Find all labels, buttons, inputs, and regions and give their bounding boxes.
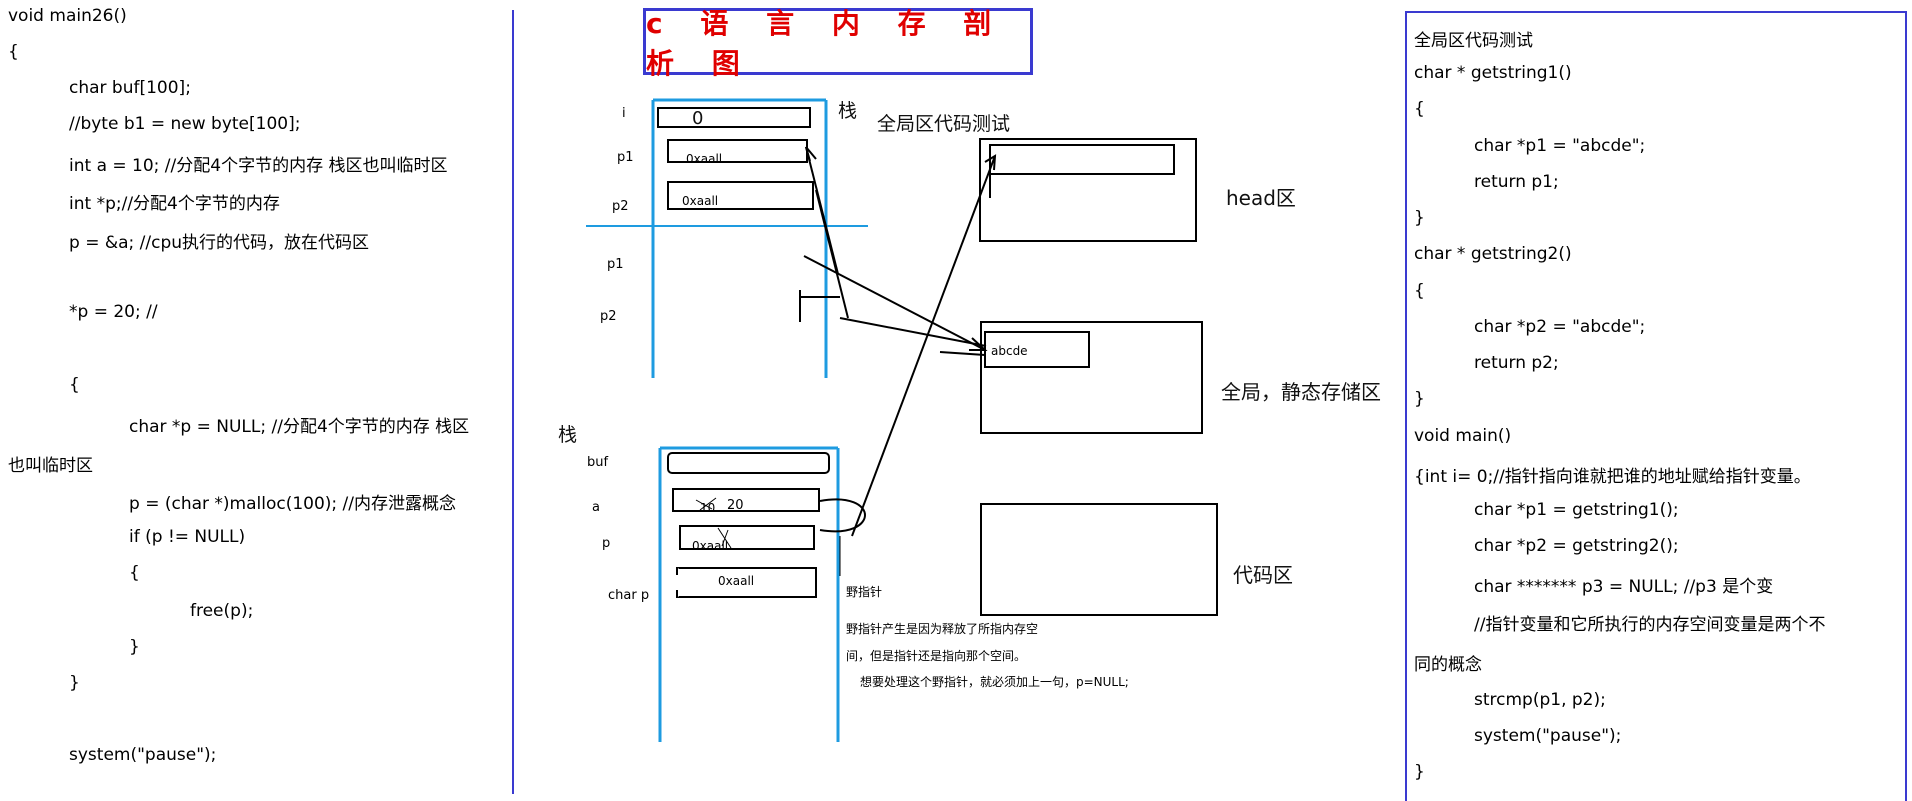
code-line: char * getstring1() xyxy=(1414,63,1572,83)
code-line: p = &a; //cpu执行的代码，放在代码区 xyxy=(69,233,370,253)
code-area-label: 代码区 xyxy=(1233,563,1293,587)
code-line: char buf[100]; xyxy=(69,78,191,98)
right-code-panel xyxy=(1405,11,1907,801)
code-line: { xyxy=(69,375,80,395)
var-label-p2: p2 xyxy=(612,199,629,214)
code-line: //byte b1 = new byte[100]; xyxy=(69,114,301,134)
bottom-stack xyxy=(658,446,866,742)
code-line: char *p2 = getstring2(); xyxy=(1474,536,1679,556)
code-line: free(p); xyxy=(190,601,254,621)
code-line: system("pause"); xyxy=(1474,726,1622,746)
code-line: { xyxy=(129,563,140,583)
bottom-stack-label: 栈 xyxy=(558,424,578,446)
cell-value-p: 0xaall xyxy=(692,539,729,553)
code-line: int a = 10; //分配4个字节的内存 栈区也叫临时区 xyxy=(69,156,448,176)
head-area-box xyxy=(979,138,1197,242)
wild-pointer-text: 想要处理这个野指针，就必须加上一句，p=NULL; xyxy=(860,675,1129,689)
diagram-title: c 语 言 内 存 剖 析 图 xyxy=(646,6,1006,80)
var-label-p: p xyxy=(602,536,611,551)
code-line: system("pause"); xyxy=(69,745,217,765)
code-line: } xyxy=(69,673,80,693)
code-line: { xyxy=(1414,281,1425,301)
code-line: void main26() xyxy=(8,6,127,26)
code-line: {int i= 0;//指针指向谁就把谁的地址赋给指针变量。 xyxy=(1414,467,1811,487)
code-line: } xyxy=(1414,389,1425,409)
wild-pointer-title: 野指针 xyxy=(846,585,883,599)
code-line: char ******* p3 = NULL; //p3 是个变 xyxy=(1474,577,1774,597)
code-line: return p1; xyxy=(1474,172,1559,192)
head-inner-box xyxy=(989,144,1175,175)
diagram-title-box: c 语 言 内 存 剖 析 图 xyxy=(643,7,1033,80)
var-label-p1: p1 xyxy=(617,150,634,165)
code-line: strcmp(p1, p2); xyxy=(1474,690,1606,710)
code-line: } xyxy=(129,637,140,657)
wild-pointer-text: 野指针产生是因为释放了所指内存空 xyxy=(846,622,1039,636)
code-line: { xyxy=(1414,99,1425,119)
code-area-box xyxy=(980,503,1218,616)
global-test-label: 全局区代码测试 xyxy=(877,113,1011,135)
code-line: *p = 20; // xyxy=(69,302,158,322)
var-label-i: i xyxy=(622,106,626,121)
code-line: if (p != NULL) xyxy=(129,527,246,547)
wild-pointer-text: 间，但是指针还是指向那个空间。 xyxy=(846,649,1027,663)
head-area-label: head区 xyxy=(1226,186,1296,210)
code-line: } xyxy=(1414,762,1425,782)
cell-value-p2: 0xaall xyxy=(682,194,719,208)
cell-value-a-old: 10 xyxy=(700,501,716,515)
code-line: 也叫临时区 xyxy=(8,456,93,476)
code-line: } xyxy=(1414,208,1425,228)
code-line: return p2; xyxy=(1474,353,1559,373)
left-panel-border xyxy=(512,10,514,794)
code-line: char *p = NULL; //分配4个字节的内存 栈区 xyxy=(129,417,470,437)
pointer-arrows xyxy=(803,146,997,537)
code-line: //指针变量和它所执行的内存空间变量是两个不 xyxy=(1474,615,1826,635)
code-line: char *p1 = getstring1(); xyxy=(1474,500,1679,520)
code-line: char *p2 = "abcde"; xyxy=(1474,317,1646,337)
top-stack-label: 栈 xyxy=(838,100,858,122)
cell-value-char-p: 0xaall xyxy=(718,574,755,588)
code-line: void main() xyxy=(1414,426,1512,446)
cell-value-a: 20 xyxy=(727,498,744,513)
code-line: 同的概念 xyxy=(1414,655,1482,675)
cell-value-i: 0 xyxy=(692,108,704,129)
code-line: 全局区代码测试 xyxy=(1414,31,1533,51)
abcde-value: abcde xyxy=(991,344,1028,358)
global-static-label: 全局，静态存储区 xyxy=(1221,380,1381,404)
cell-value-p1: 0xaall xyxy=(686,152,723,166)
global-static-box xyxy=(980,321,1203,434)
code-line: char * getstring2() xyxy=(1414,244,1572,264)
code-line: { xyxy=(8,42,19,62)
top-stack xyxy=(586,98,868,378)
code-line: p = (char *)malloc(100); //内存泄露概念 xyxy=(129,494,457,514)
code-line: int *p;//分配4个字节的内存 xyxy=(69,194,280,214)
code-line: char *p1 = "abcde"; xyxy=(1474,136,1646,156)
var-label-buf: buf xyxy=(587,455,609,470)
var-label-a: a xyxy=(592,500,600,515)
var-label-char-p: char p xyxy=(608,588,650,603)
var-label-p1: p1 xyxy=(607,257,624,272)
var-label-p2: p2 xyxy=(600,309,617,324)
